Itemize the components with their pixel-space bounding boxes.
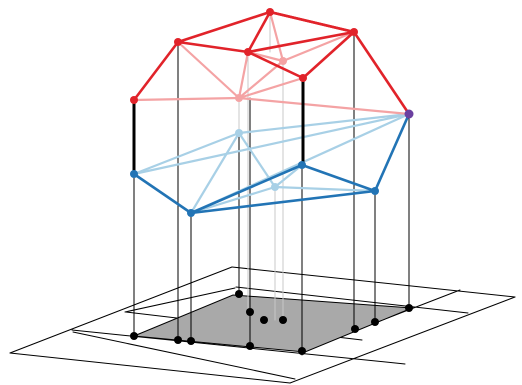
upper-edge [246, 10, 272, 54]
upper-edge [176, 40, 250, 54]
upper-vertex [266, 8, 274, 16]
upper-vertex [244, 48, 252, 56]
lower-hidden-edge [132, 131, 241, 176]
base-point [246, 342, 254, 350]
lower-hidden-edge [237, 112, 411, 135]
grid-line [124, 287, 236, 313]
upper-hidden-edge [268, 10, 285, 63]
upper-vertex [174, 38, 182, 46]
lower-edge [300, 163, 377, 193]
lower-vertex [298, 161, 306, 169]
grid-line [71, 329, 406, 365]
upper-edge [246, 30, 356, 54]
shaded-cell [133, 294, 413, 353]
lower-vertex [371, 187, 379, 195]
upper-hidden-edge [237, 50, 250, 100]
upper-edge [268, 10, 356, 34]
base-point [260, 316, 268, 324]
upper-hidden-edge [237, 96, 411, 116]
shared-vertex [404, 109, 414, 119]
upper-hidden-vertex [235, 94, 243, 102]
grid-line [289, 296, 516, 384]
upper-edge [246, 50, 305, 80]
lower-hidden-edge [132, 112, 411, 176]
upper-edge [352, 30, 411, 116]
upper-vertex [350, 28, 358, 36]
grid-line [231, 266, 516, 298]
lower-hidden-vertex [271, 183, 279, 191]
upper-vertex [130, 96, 138, 104]
grid-line [9, 266, 233, 354]
base-point [187, 337, 195, 345]
lower-hidden-edge [189, 185, 277, 215]
base-point [351, 325, 359, 333]
upper-edge [176, 10, 272, 44]
lower-edge [189, 189, 377, 215]
base-point [235, 290, 243, 298]
base-point [174, 336, 182, 344]
base-point [130, 332, 138, 340]
upper-hidden-edge [132, 96, 241, 102]
lower-edge [189, 163, 304, 215]
lower-edge [373, 112, 411, 193]
grid-line [72, 331, 296, 380]
base-point [246, 308, 254, 316]
upper-hidden-edge [237, 76, 305, 100]
base-point [371, 318, 379, 326]
lower-edge [132, 172, 193, 215]
lower-vertex [130, 170, 138, 178]
upper-edge [301, 30, 356, 80]
lower-hidden-edge [273, 185, 377, 193]
upper-hidden-vertex [279, 57, 287, 65]
base-point [298, 347, 306, 355]
upper-hidden-edge [237, 59, 285, 100]
lower-hidden-edge [273, 163, 304, 189]
upper-vertex [299, 74, 307, 82]
upper-hidden-edge [176, 40, 241, 100]
base-point [279, 316, 287, 324]
grid-line [9, 352, 291, 384]
lower-hidden-vertex [235, 129, 243, 137]
upper-edge [132, 40, 180, 102]
upper-hidden-edge [281, 30, 356, 63]
lower-hidden-edge [189, 131, 241, 215]
base-point [405, 304, 413, 312]
lower-vertex [187, 209, 195, 217]
